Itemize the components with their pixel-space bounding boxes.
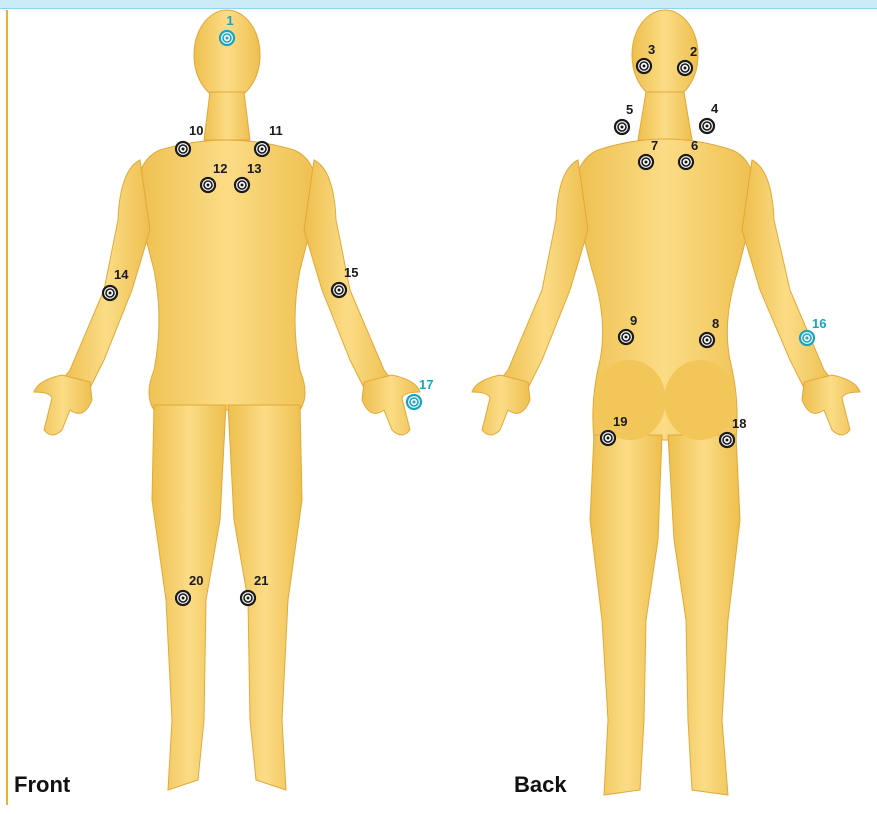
- back-left-arm: [500, 160, 588, 388]
- front-left-arm: [62, 160, 150, 388]
- back-right-arm: [742, 160, 832, 388]
- back-right-leg: [668, 435, 740, 795]
- point-marker-dot-20: [182, 597, 185, 600]
- point-label-8: 8: [712, 316, 719, 331]
- back-left-hand: [472, 375, 530, 435]
- point-label-12: 12: [213, 161, 227, 176]
- point-label-19: 19: [613, 414, 627, 429]
- point-marker-dot-1: [226, 37, 229, 40]
- point-marker-dot-13: [241, 184, 244, 187]
- point-marker-dot-17: [413, 401, 416, 404]
- point-marker-dot-5: [621, 126, 624, 129]
- point-marker-dot-15: [338, 289, 341, 292]
- back-left-leg: [590, 435, 662, 795]
- point-marker-dot-14: [109, 292, 112, 295]
- back-head: [632, 10, 698, 100]
- point-label-21: 21: [254, 573, 268, 588]
- point-label-15: 15: [344, 265, 358, 280]
- point-label-13: 13: [247, 161, 261, 176]
- front-left-hand: [34, 375, 92, 435]
- point-label-1: 1: [226, 13, 233, 28]
- point-marker-dot-21: [247, 597, 250, 600]
- point-marker-dot-12: [207, 184, 210, 187]
- back-right-hand: [802, 375, 860, 435]
- point-label-9: 9: [630, 313, 637, 328]
- front-neck: [204, 92, 250, 140]
- point-label-3: 3: [648, 42, 655, 57]
- point-label-5: 5: [626, 102, 633, 117]
- point-16: 16: [800, 316, 826, 345]
- point-label-20: 20: [189, 573, 203, 588]
- front-right-leg: [228, 405, 302, 790]
- point-marker-dot-9: [625, 336, 628, 339]
- point-label-4: 4: [711, 101, 719, 116]
- back-figure: [472, 10, 860, 795]
- point-label-16: 16: [812, 316, 826, 331]
- point-marker-dot-7: [645, 161, 648, 164]
- point-label-2: 2: [690, 44, 697, 59]
- point-label-6: 6: [691, 138, 698, 153]
- back-glutes-right: [664, 360, 736, 440]
- point-marker-dot-3: [643, 65, 646, 68]
- point-marker-dot-19: [607, 437, 610, 440]
- point-label-18: 18: [732, 416, 746, 431]
- back-glutes-left: [594, 360, 666, 440]
- front-figure: [34, 10, 420, 790]
- point-marker-dot-4: [706, 125, 709, 128]
- point-label-10: 10: [189, 123, 203, 138]
- point-4: 4: [700, 101, 719, 133]
- point-marker-dot-18: [726, 439, 729, 442]
- point-label-11: 11: [269, 123, 283, 138]
- point-label-14: 14: [114, 267, 129, 282]
- point-marker-dot-2: [684, 67, 687, 70]
- point-label-17: 17: [419, 377, 433, 392]
- front-view-label: Front: [14, 772, 70, 798]
- point-label-7: 7: [651, 138, 658, 153]
- front-torso: [136, 140, 318, 410]
- point-marker-dot-16: [806, 337, 809, 340]
- point-marker-dot-11: [261, 148, 264, 151]
- point-marker-dot-10: [182, 148, 185, 151]
- point-5: 5: [615, 102, 633, 134]
- point-marker-dot-8: [706, 339, 709, 342]
- back-view-label: Back: [514, 772, 567, 798]
- point-marker-dot-6: [685, 161, 688, 164]
- back-neck: [638, 92, 692, 140]
